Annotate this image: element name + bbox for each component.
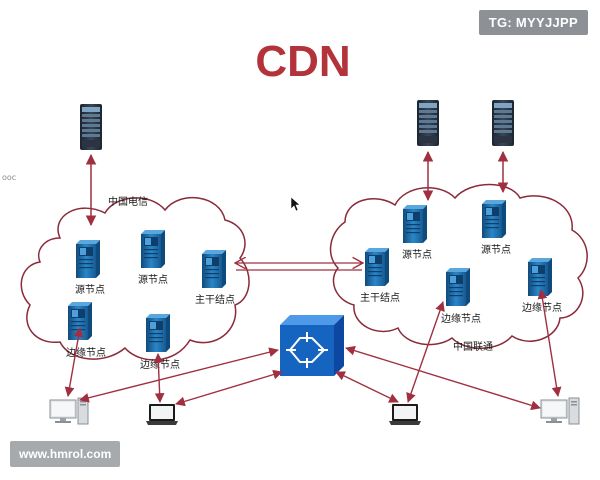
website-watermark: www.hmrol.com [10, 441, 121, 467]
left-cloud-name: 中国电信 [108, 195, 148, 208]
network-switch-icon [280, 315, 344, 376]
blue-server-icon [482, 200, 506, 238]
link-line [406, 301, 445, 403]
left-edge-node-label: 边缘节点 [66, 346, 106, 359]
left-cloud [20, 196, 250, 361]
rack-server-icon [417, 100, 439, 146]
laptop-icon [146, 404, 178, 425]
blue-server-icon [446, 268, 470, 306]
link-line [537, 289, 562, 397]
diagram-title: CDN [255, 37, 350, 86]
right-cloud-name: 中国联通 [453, 340, 493, 353]
right-cloud [329, 183, 588, 349]
left-source-node-label: 源节点 [138, 273, 168, 286]
blue-server-icon [146, 314, 170, 352]
link-line [335, 371, 399, 403]
blue-server-icon [403, 205, 427, 243]
right-backbone-node-label: 主干结点 [360, 291, 400, 304]
right-source-node-label: 源节点 [402, 248, 432, 261]
watermark-badge: TG: MYYJJPP [478, 10, 588, 35]
left-source-node-label: 源节点 [75, 283, 105, 296]
link-line [345, 345, 541, 411]
blue-server-icon [68, 302, 92, 340]
blue-server-icon [202, 250, 226, 288]
blue-server-icon [141, 230, 165, 268]
edge-text-fragment: ooc [2, 173, 16, 182]
desktop-computer-icon [49, 397, 89, 425]
rack-server-icon [492, 100, 514, 146]
link-line [175, 369, 283, 407]
desktop-computer-icon [540, 397, 580, 425]
link-line [79, 347, 279, 403]
blue-server-icon [365, 248, 389, 286]
mouse-cursor-icon [290, 196, 301, 212]
left-backbone-node-label: 主干结点 [195, 293, 235, 306]
right-edge-node-label: 边缘节点 [522, 301, 562, 314]
blue-server-icon [76, 240, 100, 278]
blue-server-icon [528, 258, 552, 296]
right-source-node-label: 源节点 [481, 243, 511, 256]
link-line [64, 327, 84, 397]
rack-server-icon [80, 104, 102, 150]
left-edge-node-label: 边缘节点 [140, 358, 180, 371]
laptop-icon [389, 404, 421, 425]
right-edge-node-label: 边缘节点 [441, 312, 481, 325]
